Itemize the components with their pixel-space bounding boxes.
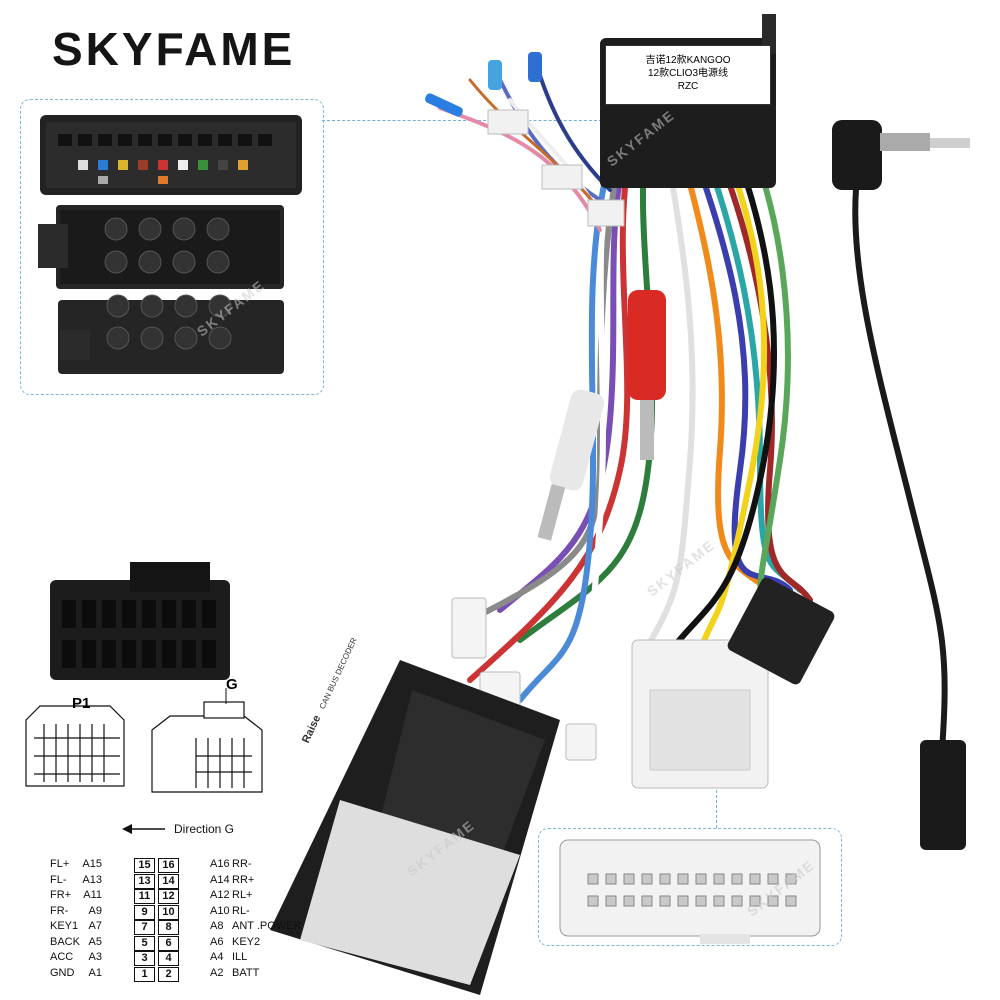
pin-left-id: A5 [88,935,102,948]
pin-left-id: A11 [83,889,102,901]
pin-right-label: ILL [232,951,248,963]
module-label-line1: 吉诺12款KANGOO [645,55,731,66]
g-caption: G [226,676,238,693]
iso-16pin-photo [50,562,230,680]
iso-connector-zoom [38,115,302,374]
pin-right-number: 14 [158,873,179,889]
pin-left-number: 15 [134,858,155,873]
pin-left-label: BACK [50,935,80,948]
pin-left-id: A7 [88,920,102,932]
pin-left-number: 3 [134,951,155,966]
module-label-card: 吉诺12款KANGOO 12款CLIO3电源线 RZC [605,45,771,105]
pin-right-label: KEY2 [232,935,261,948]
pin-left-label: FL+ [50,858,70,870]
pin-left-label: GND [50,966,75,979]
large-white-connector [631,639,769,789]
pin-left-label: KEY1 [50,920,79,932]
antenna-adapter [832,120,970,850]
pin-right-number: 2 [158,966,179,982]
pin-left-id: A15 [82,858,102,870]
pin-right-number: 10 [158,904,179,920]
iso-lead-line [322,120,602,121]
direction-caption: Direction G [174,822,235,836]
direction-arrow-icon [122,824,165,834]
module-label-line3: RZC [677,81,699,92]
pin-left-number: 13 [134,873,155,889]
pin-right-id: A16 [210,858,230,870]
rca-connectors [537,290,666,541]
wire-end-caps [425,52,625,227]
pin-right-label: ANT .POWER [232,920,302,932]
pin-right-id: A14 [210,873,230,886]
pin-left-number: 9 [134,904,155,920]
pin-left-label: ACC [50,951,74,963]
black-side-connector [727,577,835,685]
pin-left-number: 11 [134,889,155,904]
pin-left-number: 7 [134,920,155,935]
pin-left-id: A13 [82,873,102,886]
pin-right-number: 12 [158,889,179,904]
pin-right-id: A4 [210,951,224,963]
pin-left-id: A1 [88,966,102,979]
pin-left-id: A9 [88,904,102,917]
pin-left-label: FL- [50,873,67,886]
pin-right-label: BATT [232,966,260,979]
p1-connector-drawing [25,705,125,787]
pin-right-id: A12 [210,889,230,901]
pin-right-id: A8 [210,920,224,932]
pin-right-number: 8 [158,920,179,935]
module-label-line2: 12款CLIO3电源线 [647,68,729,79]
canbus-decoder-box [270,660,560,995]
white-connector-zoom [559,839,821,944]
white-lead-line [716,790,717,828]
pin-right-id: A2 [210,966,224,979]
pin-right-label: RL+ [232,889,253,901]
pin-left-label: FR+ [50,889,72,901]
pin-right-id: A6 [210,935,224,948]
pin-right-label: RR- [232,858,252,870]
pin-right-number: 4 [158,951,179,966]
pin-left-number: 1 [134,966,155,982]
pin-left-number: 5 [134,935,155,951]
pin-right-number: 16 [158,858,179,873]
pin-left-label: FR- [50,904,69,917]
pin-right-label: RR+ [232,873,255,886]
pin-right-label: RL- [232,904,250,917]
pin-right-id: A10 [210,904,230,917]
g-connector-drawing [151,701,263,793]
brand-logo: SKYFAME [52,23,296,75]
pin-left-id: A3 [88,951,102,963]
p1-caption: P1 [72,695,91,712]
pin-right-number: 6 [158,935,179,951]
